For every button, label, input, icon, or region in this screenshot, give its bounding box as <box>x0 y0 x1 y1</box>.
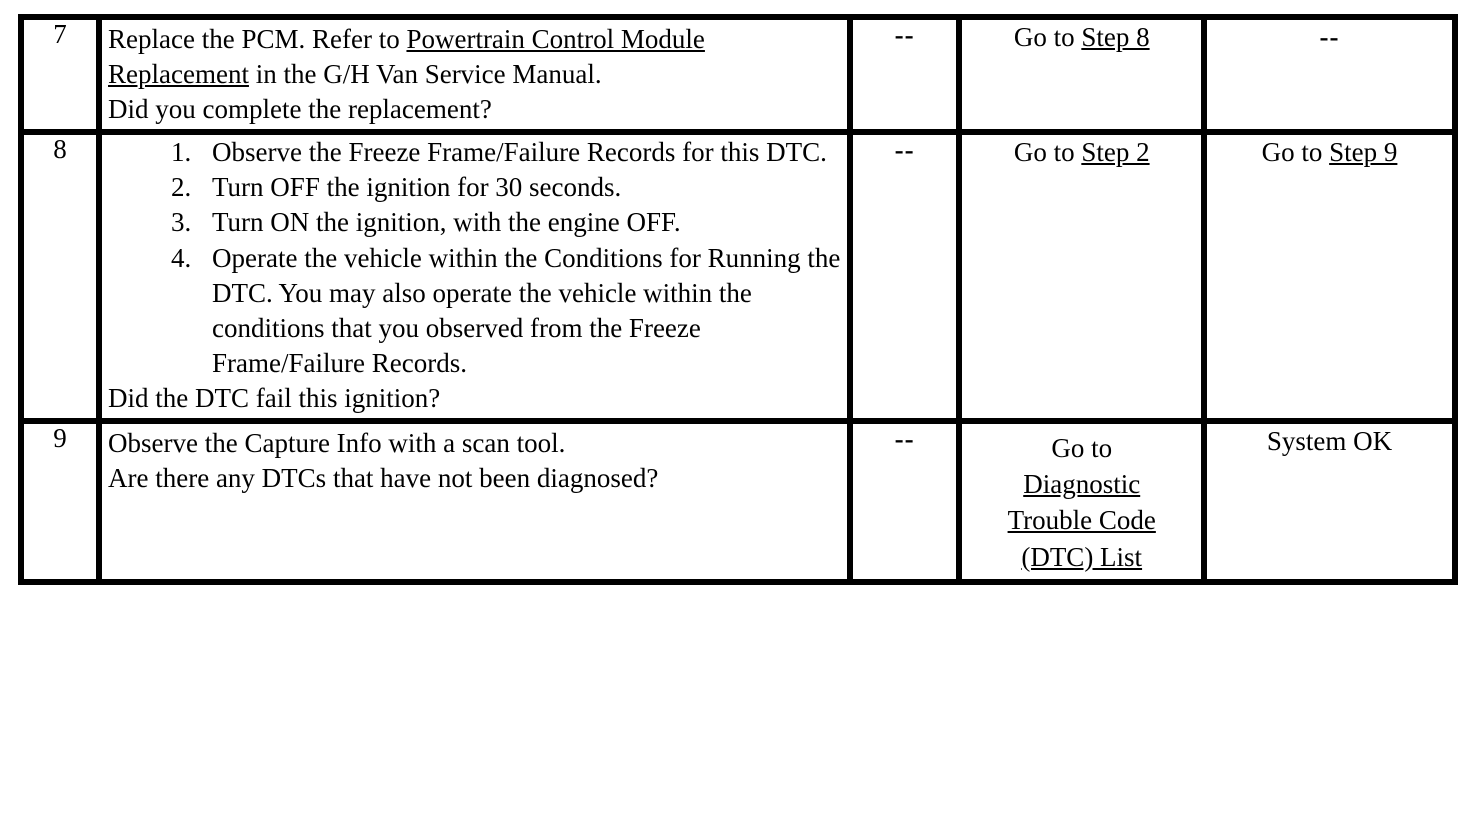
action-description: Replace the PCM. Refer to Powertrain Con… <box>102 20 847 92</box>
table-row: 9 Observe the Capture Info with a scan t… <box>21 421 1455 582</box>
step-number-cell-9: 9 <box>21 421 100 582</box>
list-item: Observe the Freeze Frame/Failure Records… <box>198 135 847 170</box>
yes-prefix: Go to <box>1013 137 1082 168</box>
action-ordered-list: Observe the Freeze Frame/Failure Records… <box>102 135 847 381</box>
no-prefix: Go to <box>1261 137 1330 168</box>
step-number: 8 <box>53 134 67 165</box>
table-row: 7 Replace the PCM. Refer to Powertrain C… <box>21 17 1455 133</box>
yes-cell-7: Go to Step 8 <box>959 17 1205 133</box>
no-answer: -- <box>1319 22 1340 52</box>
no-cell-7: -- <box>1204 17 1455 133</box>
action-cell-9: Observe the Capture Info with a scan too… <box>99 421 850 582</box>
step-number: 7 <box>53 19 67 49</box>
action-question: Did you complete the replacement? <box>108 94 492 125</box>
xref-link-powertrain-control-module-replacement[interactable]: Powertrain Control Module Replacement <box>108 24 705 90</box>
yes-cell-9: Go to Diagnostic Trouble Code (DTC) List <box>959 421 1205 582</box>
action-text-lead: Observe the Capture Info with a scan too… <box>108 428 566 459</box>
yes-prefix: Go to <box>1051 433 1113 464</box>
no-answer: Go to Step 9 <box>1207 135 1452 174</box>
value-cell-7: -- <box>849 17 960 133</box>
xref-link-dtc-list-line-2[interactable]: Trouble Code <box>1007 505 1156 536</box>
no-answer: System OK <box>1266 426 1393 457</box>
action-question: Are there any DTCs that have not been di… <box>108 463 659 494</box>
value-cell-8: -- <box>849 132 960 422</box>
action-text-tail: in the G/H Van Service Manual. <box>248 59 602 90</box>
xref-link-step-8[interactable]: Step 8 <box>1081 22 1150 52</box>
action-cell-7: Replace the PCM. Refer to Powertrain Con… <box>99 17 850 133</box>
no-cell-8: Go to Step 9 <box>1204 132 1455 422</box>
action-cell-8: Observe the Freeze Frame/Failure Records… <box>99 132 850 422</box>
step-number-cell-8: 8 <box>21 132 100 422</box>
list-item: Operate the vehicle within the Condition… <box>198 241 847 381</box>
value-placeholder: -- <box>894 135 915 166</box>
yes-prefix: Go to <box>1013 22 1082 52</box>
table-row: 8 Observe the Freeze Frame/Failure Recor… <box>21 132 1455 422</box>
action-question: Did the DTC fail this ignition? <box>108 382 441 413</box>
action-description: Observe the Capture Info with a scan too… <box>102 424 847 461</box>
step-number-cell-7: 7 <box>21 17 100 133</box>
list-item: Turn ON the ignition, with the engine OF… <box>198 205 847 240</box>
list-item: Turn OFF the ignition for 30 seconds. <box>198 170 847 205</box>
value-cell-9: -- <box>849 421 960 582</box>
diagnostic-procedure-table: 7 Replace the PCM. Refer to Powertrain C… <box>18 14 1458 585</box>
xref-link-dtc-list-line-1[interactable]: Diagnostic <box>1023 469 1141 500</box>
yes-cell-8: Go to Step 2 <box>959 132 1205 422</box>
xref-link-dtc-list-line-3[interactable]: (DTC) List <box>1021 541 1143 572</box>
xref-link-step-2[interactable]: Step 2 <box>1081 137 1150 168</box>
action-text-lead: Replace the PCM. Refer to <box>108 24 407 54</box>
value-placeholder: -- <box>894 424 915 455</box>
xref-link-step-9[interactable]: Step 9 <box>1329 137 1398 168</box>
yes-answer: Go to Step 2 <box>962 135 1201 174</box>
yes-answer: Go to Diagnostic Trouble Code (DTC) List <box>962 424 1201 579</box>
step-number: 9 <box>53 423 67 454</box>
yes-answer: Go to Step 8 <box>962 20 1201 59</box>
no-cell-9: System OK <box>1204 421 1455 582</box>
value-placeholder: -- <box>894 20 915 50</box>
